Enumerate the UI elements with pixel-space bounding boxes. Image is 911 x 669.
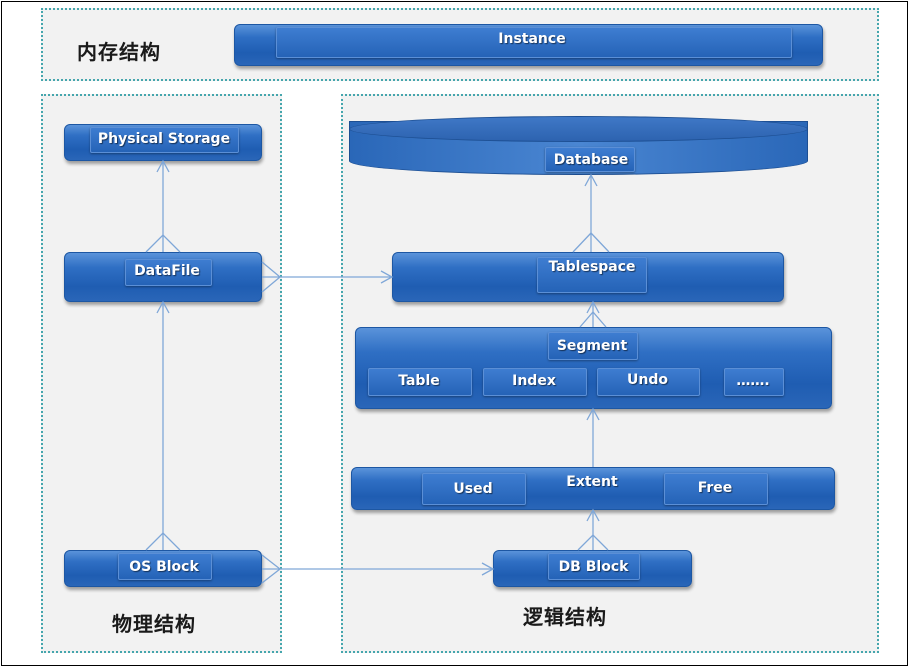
segment-type-undo-label: Undo [627, 372, 668, 388]
instance-inner [276, 27, 792, 58]
segment-type-table-label: Table [398, 373, 440, 389]
segment-type-table-box [368, 368, 472, 396]
segment-type-index-box [483, 368, 587, 396]
datafile-label: DataFile [134, 263, 200, 279]
database-label: Database [553, 152, 629, 168]
db-block-label: DB Block [558, 559, 629, 575]
fork-dbblock-up [577, 534, 609, 551]
db-block-inner [548, 553, 640, 580]
fork-osblock-right [261, 554, 282, 584]
fork-tablespace-up [572, 232, 610, 253]
instance-box [234, 24, 823, 66]
segment-label: Segment [556, 338, 628, 354]
segment-box [355, 327, 832, 409]
instance-label: Instance [498, 31, 566, 47]
datafile-box [64, 252, 262, 302]
extent-free-box [664, 473, 768, 505]
logical-structure-label: 逻辑结构 [523, 605, 607, 629]
physical-storage-box [64, 124, 262, 161]
segment-type-index-label: Index [512, 373, 556, 389]
physical-structure-label: 物理结构 [112, 612, 196, 636]
memory-structure-label: 内存结构 [77, 40, 161, 64]
os-block-inner [118, 553, 212, 580]
extent-used-label: Used [453, 481, 493, 497]
segment-type-more-label: ……. [736, 373, 770, 389]
database-cylinder-top [349, 116, 808, 142]
segment-type-undo-box [597, 368, 700, 396]
database-inner [545, 147, 635, 172]
extent-box [351, 467, 835, 510]
fork-datafile-up [145, 234, 181, 253]
extent-free-label: Free [697, 480, 733, 496]
os-block-label: OS Block [129, 559, 199, 575]
arrowhead-tablespace-bottom [586, 300, 600, 314]
physical-storage-inner [90, 127, 239, 153]
fork-osblock-up [145, 532, 181, 551]
extent-label: Extent [566, 474, 618, 490]
fork-datafile-right [261, 261, 282, 293]
arrowhead-database [584, 173, 598, 187]
os-block-box [64, 550, 262, 587]
arrowhead-extent [586, 508, 600, 522]
physical-storage-label: Physical Storage [97, 131, 231, 147]
extent-used-box [422, 473, 526, 505]
tablespace-box [392, 252, 784, 302]
tablespace-label: Tablespace [548, 259, 636, 275]
fork-segment-up [579, 311, 607, 328]
arrowhead-tablespace [380, 270, 394, 284]
datafile-inner [125, 259, 212, 286]
arrowhead-segment [586, 407, 600, 421]
arrowhead-datafile [156, 300, 170, 314]
tablespace-inner [537, 257, 647, 293]
db-block-box [493, 550, 692, 587]
arrowhead-dbblock [481, 562, 495, 576]
arrowhead-storage [156, 159, 170, 173]
segment-inner [548, 332, 638, 360]
segment-type-more-box [724, 368, 784, 396]
